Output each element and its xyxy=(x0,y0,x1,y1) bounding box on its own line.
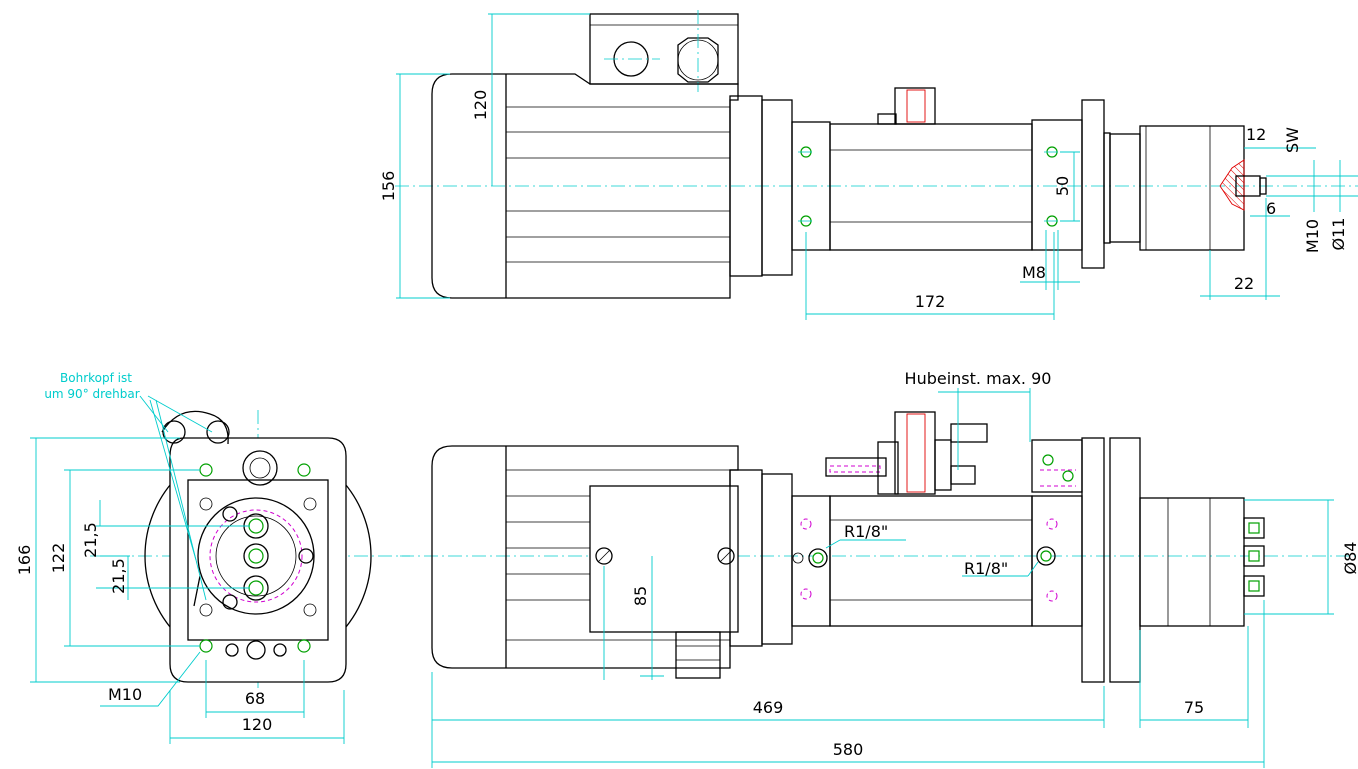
dim-dia84-side: Ø84 xyxy=(1341,542,1358,575)
dim-166-front: 166 xyxy=(15,545,34,576)
dim-sw-top: SW xyxy=(1283,127,1302,153)
dim-stroke-side: Hubeinst. max. 90 xyxy=(905,369,1052,388)
dim-85-side: 85 xyxy=(631,586,650,606)
dim-172-top: 172 xyxy=(915,292,946,311)
motor-top xyxy=(431,73,793,299)
dim-120-front: 120 xyxy=(242,715,273,734)
top-view: 120 156 50 172 M8 12 SW 6 M10 Ø11 22 xyxy=(379,10,1358,320)
dim-m8-top: M8 xyxy=(1022,263,1046,282)
motor-side xyxy=(431,445,793,679)
dim-m10-front: M10 xyxy=(108,685,142,704)
dim-21-5-b-front: 21,5 xyxy=(109,558,128,594)
dim-12-top: 12 xyxy=(1246,125,1266,144)
terminal-box-top xyxy=(589,10,739,92)
note-rotation-line2: um 90° drehbar xyxy=(44,387,139,401)
dim-580-side: 580 xyxy=(833,740,864,759)
dim-469-side: 469 xyxy=(753,698,784,717)
dim-r18-b-side: R1/8" xyxy=(964,559,1008,578)
side-view xyxy=(400,388,1358,768)
dim-122-front: 122 xyxy=(49,543,68,574)
dim-6-top: 6 xyxy=(1266,199,1276,218)
dim-50-top: 50 xyxy=(1053,176,1072,196)
dim-22-top: 22 xyxy=(1234,274,1254,293)
dim-120-top: 120 xyxy=(471,90,490,121)
dim-75-side: 75 xyxy=(1184,698,1204,717)
slide-side xyxy=(791,411,1265,683)
dim-68-front: 68 xyxy=(245,689,265,708)
top-dimensions xyxy=(396,13,1358,320)
dim-r18-a-side: R1/8" xyxy=(844,522,888,541)
slide-top xyxy=(791,87,1267,269)
dim-21-5-a-front: 21,5 xyxy=(81,522,100,558)
side-dimensions xyxy=(431,388,1334,768)
dim-dia11-top: Ø11 xyxy=(1329,218,1348,251)
dim-156-top: 156 xyxy=(379,171,398,202)
note-rotation-line1: Bohrkopf ist xyxy=(60,371,132,385)
front-view xyxy=(30,395,410,744)
dim-m10-top: M10 xyxy=(1303,219,1322,253)
